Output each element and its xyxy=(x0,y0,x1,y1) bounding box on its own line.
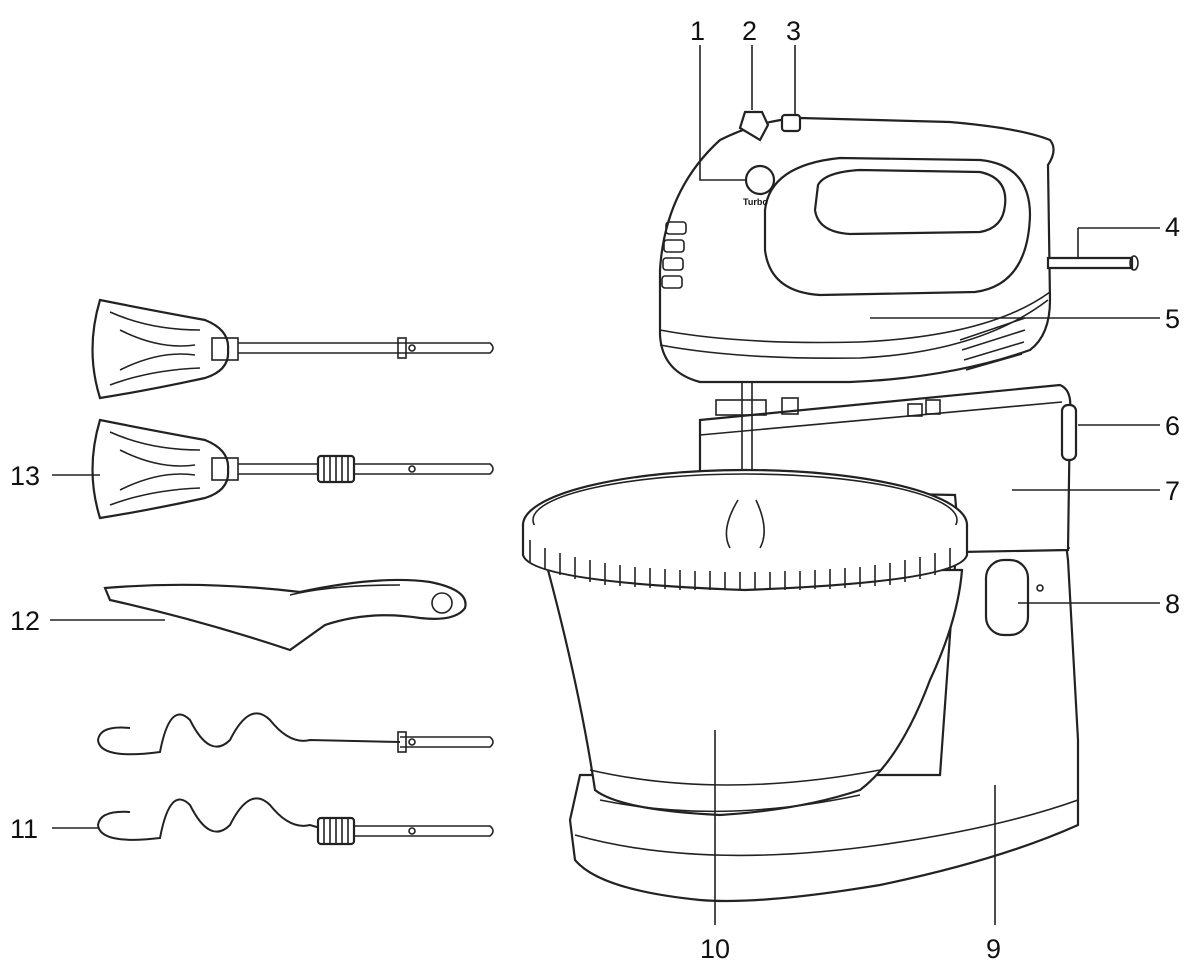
power-cord xyxy=(1046,256,1134,270)
callout-12: 12 xyxy=(10,606,40,636)
eject-button xyxy=(780,113,802,133)
mixing-bowl xyxy=(521,468,969,817)
callout-3: 3 xyxy=(786,16,801,46)
callout-2: 2 xyxy=(742,16,757,46)
speed-indicators xyxy=(661,221,687,289)
turbo-label: Turbo xyxy=(743,197,768,207)
beater-top xyxy=(91,298,494,400)
bowl-release-button xyxy=(984,558,1044,637)
callout-13: 13 xyxy=(10,461,40,491)
callout-9: 9 xyxy=(986,934,1001,964)
leader-lines xyxy=(50,45,1160,925)
beater-13 xyxy=(91,418,494,520)
callout-5: 5 xyxy=(1165,304,1180,334)
spatula-12 xyxy=(103,578,467,652)
turbo-button xyxy=(744,164,776,196)
dough-hook-top xyxy=(96,712,494,756)
callout-1: 1 xyxy=(690,16,705,46)
callout-numbers: 1 2 3 4 5 6 7 8 9 10 11 12 13 xyxy=(10,16,1180,964)
callout-10: 10 xyxy=(700,934,730,964)
callout-4: 4 xyxy=(1165,212,1180,242)
callout-11: 11 xyxy=(10,814,38,844)
callout-8: 8 xyxy=(1165,589,1180,619)
mixer-head: Turbo xyxy=(658,110,1139,384)
callout-6: 6 xyxy=(1165,411,1180,441)
dough-hook-11 xyxy=(96,797,494,846)
arm-release-button xyxy=(1060,403,1078,462)
speed-switch xyxy=(738,110,770,142)
stand-arm xyxy=(698,383,1078,554)
vent-slots xyxy=(959,317,1026,371)
callout-7: 7 xyxy=(1165,476,1180,506)
